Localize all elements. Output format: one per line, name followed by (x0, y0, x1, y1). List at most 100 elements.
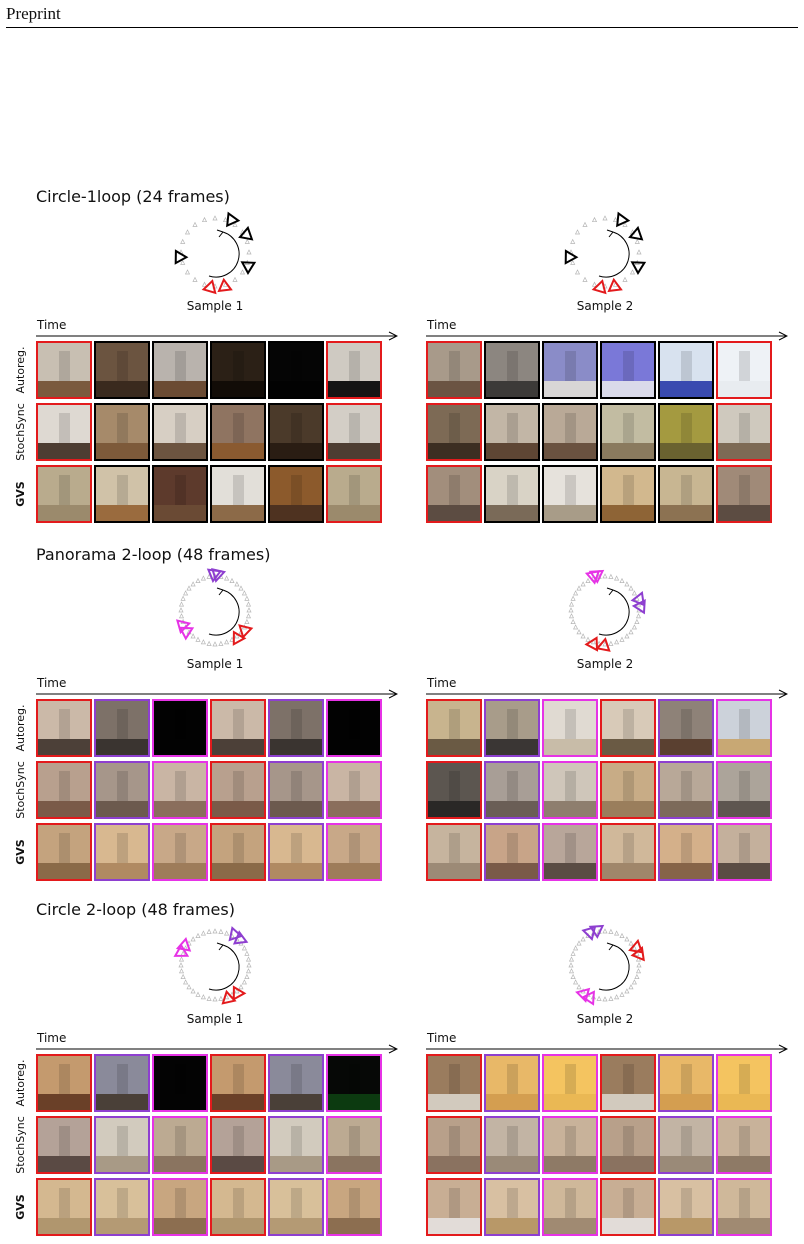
frame-doorway (290, 833, 303, 863)
frame-floor (428, 442, 480, 459)
video-frame (658, 761, 714, 819)
video-frame (94, 465, 150, 523)
video-frame (326, 699, 382, 757)
video-frame (36, 403, 92, 461)
faded-camera-icon (619, 636, 625, 642)
black-camera-icon (238, 225, 254, 241)
frame-doorway (622, 351, 635, 381)
faded-camera-icon (568, 968, 575, 974)
frame-floor (602, 738, 654, 755)
video-frame (36, 341, 92, 399)
frame-doorway (290, 475, 303, 505)
faded-camera-icon (212, 641, 218, 647)
time-arrow (426, 1044, 788, 1054)
frame-doorway (680, 351, 693, 381)
camera-trajectory-diagram (174, 211, 257, 295)
row-label-stochsync: StochSync (14, 403, 27, 461)
faded-camera-icon (612, 216, 619, 223)
video-frame (152, 699, 208, 757)
video-frame (484, 699, 540, 757)
faded-camera-icon (244, 973, 250, 979)
video-frame (326, 1054, 382, 1112)
faded-camera-icon (212, 996, 218, 1002)
frame-doorway (738, 1126, 751, 1156)
video-frame (326, 341, 382, 399)
frame-strip (426, 1178, 772, 1236)
frame-floor (660, 380, 712, 397)
time-arrow (36, 1044, 398, 1054)
magenta-camera-icon (175, 937, 192, 952)
faded-camera-icon (178, 956, 185, 962)
frame-doorway (174, 1188, 187, 1218)
frame-floor (602, 380, 654, 397)
direction-arrowhead-icon (216, 587, 224, 596)
time-axis-label: Time (427, 318, 457, 332)
video-frame (600, 823, 656, 881)
faded-camera-icon (234, 581, 240, 587)
frame-floor (602, 1093, 654, 1110)
faded-camera-icon (184, 229, 191, 235)
frame-doorway (680, 475, 693, 505)
red-camera-icon (232, 985, 247, 1001)
frame-floor (270, 862, 322, 879)
frame-floor (328, 800, 380, 817)
video-frame (542, 465, 598, 523)
video-frame (326, 823, 382, 881)
faded-camera-icon (178, 962, 184, 968)
frame-doorway (348, 833, 361, 863)
video-frame (268, 699, 324, 757)
video-frame (600, 341, 656, 399)
frame-floor (660, 1155, 712, 1172)
video-frame (326, 1116, 382, 1174)
video-frame (94, 403, 150, 461)
frame-strip (36, 1116, 382, 1174)
frame-floor (486, 442, 538, 459)
frame-doorway (290, 351, 303, 381)
faded-camera-icon (628, 585, 634, 591)
faded-camera-icon (634, 618, 640, 624)
frame-doorway (738, 771, 751, 801)
frame-doorway (58, 351, 71, 381)
faded-camera-icon (218, 640, 224, 646)
video-frame (36, 761, 92, 819)
frame-strip (426, 403, 772, 461)
frame-floor (486, 1217, 538, 1234)
frame-floor (270, 380, 322, 397)
frame-doorway (738, 351, 751, 381)
faded-camera-icon (238, 984, 244, 990)
frame-doorway (680, 771, 693, 801)
frame-doorway (680, 1064, 693, 1094)
purple-camera-icon (211, 567, 227, 583)
faded-camera-icon (178, 607, 184, 613)
faded-camera-icon (224, 639, 230, 645)
frame-floor (428, 738, 480, 755)
frame-doorway (448, 771, 461, 801)
video-frame (36, 1054, 92, 1112)
faded-camera-icon (602, 573, 608, 579)
frame-floor (486, 862, 538, 879)
frame-floor (212, 380, 264, 397)
frame-doorway (622, 413, 635, 443)
frame-doorway (622, 771, 635, 801)
frame-doorway (448, 709, 461, 739)
video-frame (542, 699, 598, 757)
frame-doorway (290, 1064, 303, 1094)
video-frame (542, 403, 598, 461)
frame-doorway (506, 771, 519, 801)
black-camera-icon (616, 211, 631, 228)
frame-doorway (680, 413, 693, 443)
video-frame (484, 465, 540, 523)
frame-floor (660, 504, 712, 521)
frame-floor (154, 800, 206, 817)
faded-camera-icon (244, 238, 250, 244)
frame-floor (718, 380, 770, 397)
frame-doorway (622, 1126, 635, 1156)
section-title: Circle 2-loop (48 frames) (36, 900, 235, 919)
time-arrow (426, 689, 788, 699)
frame-strip (426, 699, 772, 757)
frame-floor (660, 1093, 712, 1110)
frame-floor (270, 1155, 322, 1172)
frame-strip (426, 1116, 772, 1174)
faded-camera-icon (573, 945, 579, 951)
faded-camera-icon (576, 585, 582, 591)
